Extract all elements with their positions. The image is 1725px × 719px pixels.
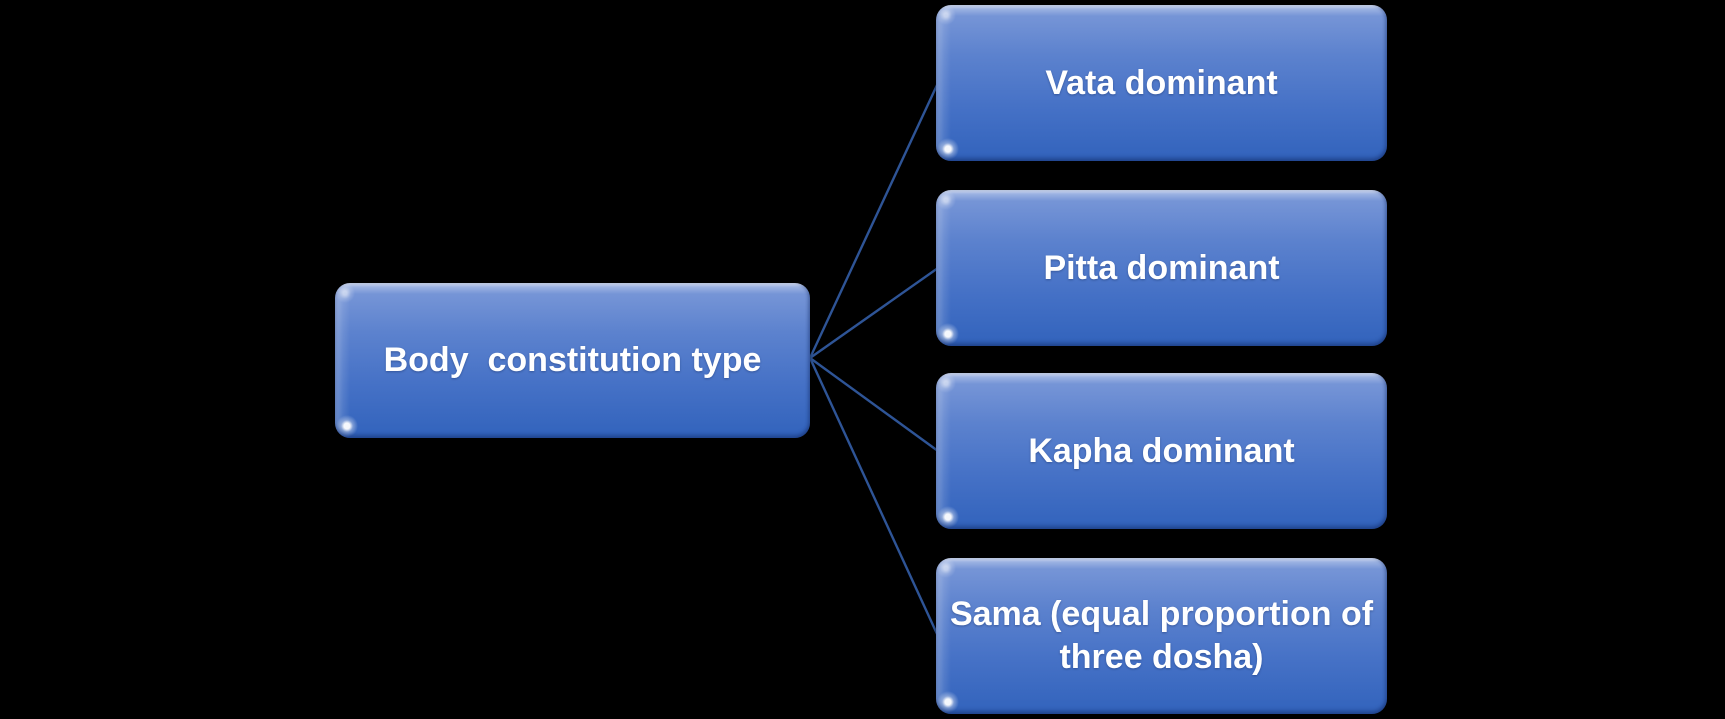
connector-root-to-kapha — [809, 357, 939, 452]
node-vata-dominant-label: Vata dominant — [1045, 63, 1278, 102]
node-vata-dominant: Vata dominant — [936, 5, 1387, 161]
node-kapha-dominant: Kapha dominant — [936, 373, 1387, 529]
connector-root-to-pitta — [809, 267, 939, 359]
connector-root-to-sama — [808, 357, 940, 637]
connector-root-to-vata — [808, 82, 940, 359]
node-pitta-dominant: Pitta dominant — [936, 190, 1387, 346]
node-kapha-dominant-label: Kapha dominant — [1028, 431, 1295, 470]
node-sama-equal-proportion: Sama (equal proportion of three dosha) — [936, 558, 1387, 714]
node-pitta-dominant-label: Pitta dominant — [1043, 248, 1280, 287]
node-body-constitution-type-label: Body constitution type — [383, 341, 762, 380]
node-sama-equal-proportion-label: Sama (equal proportion of three dosha) — [949, 595, 1383, 676]
node-body-constitution-type: Body constitution type — [335, 283, 810, 438]
